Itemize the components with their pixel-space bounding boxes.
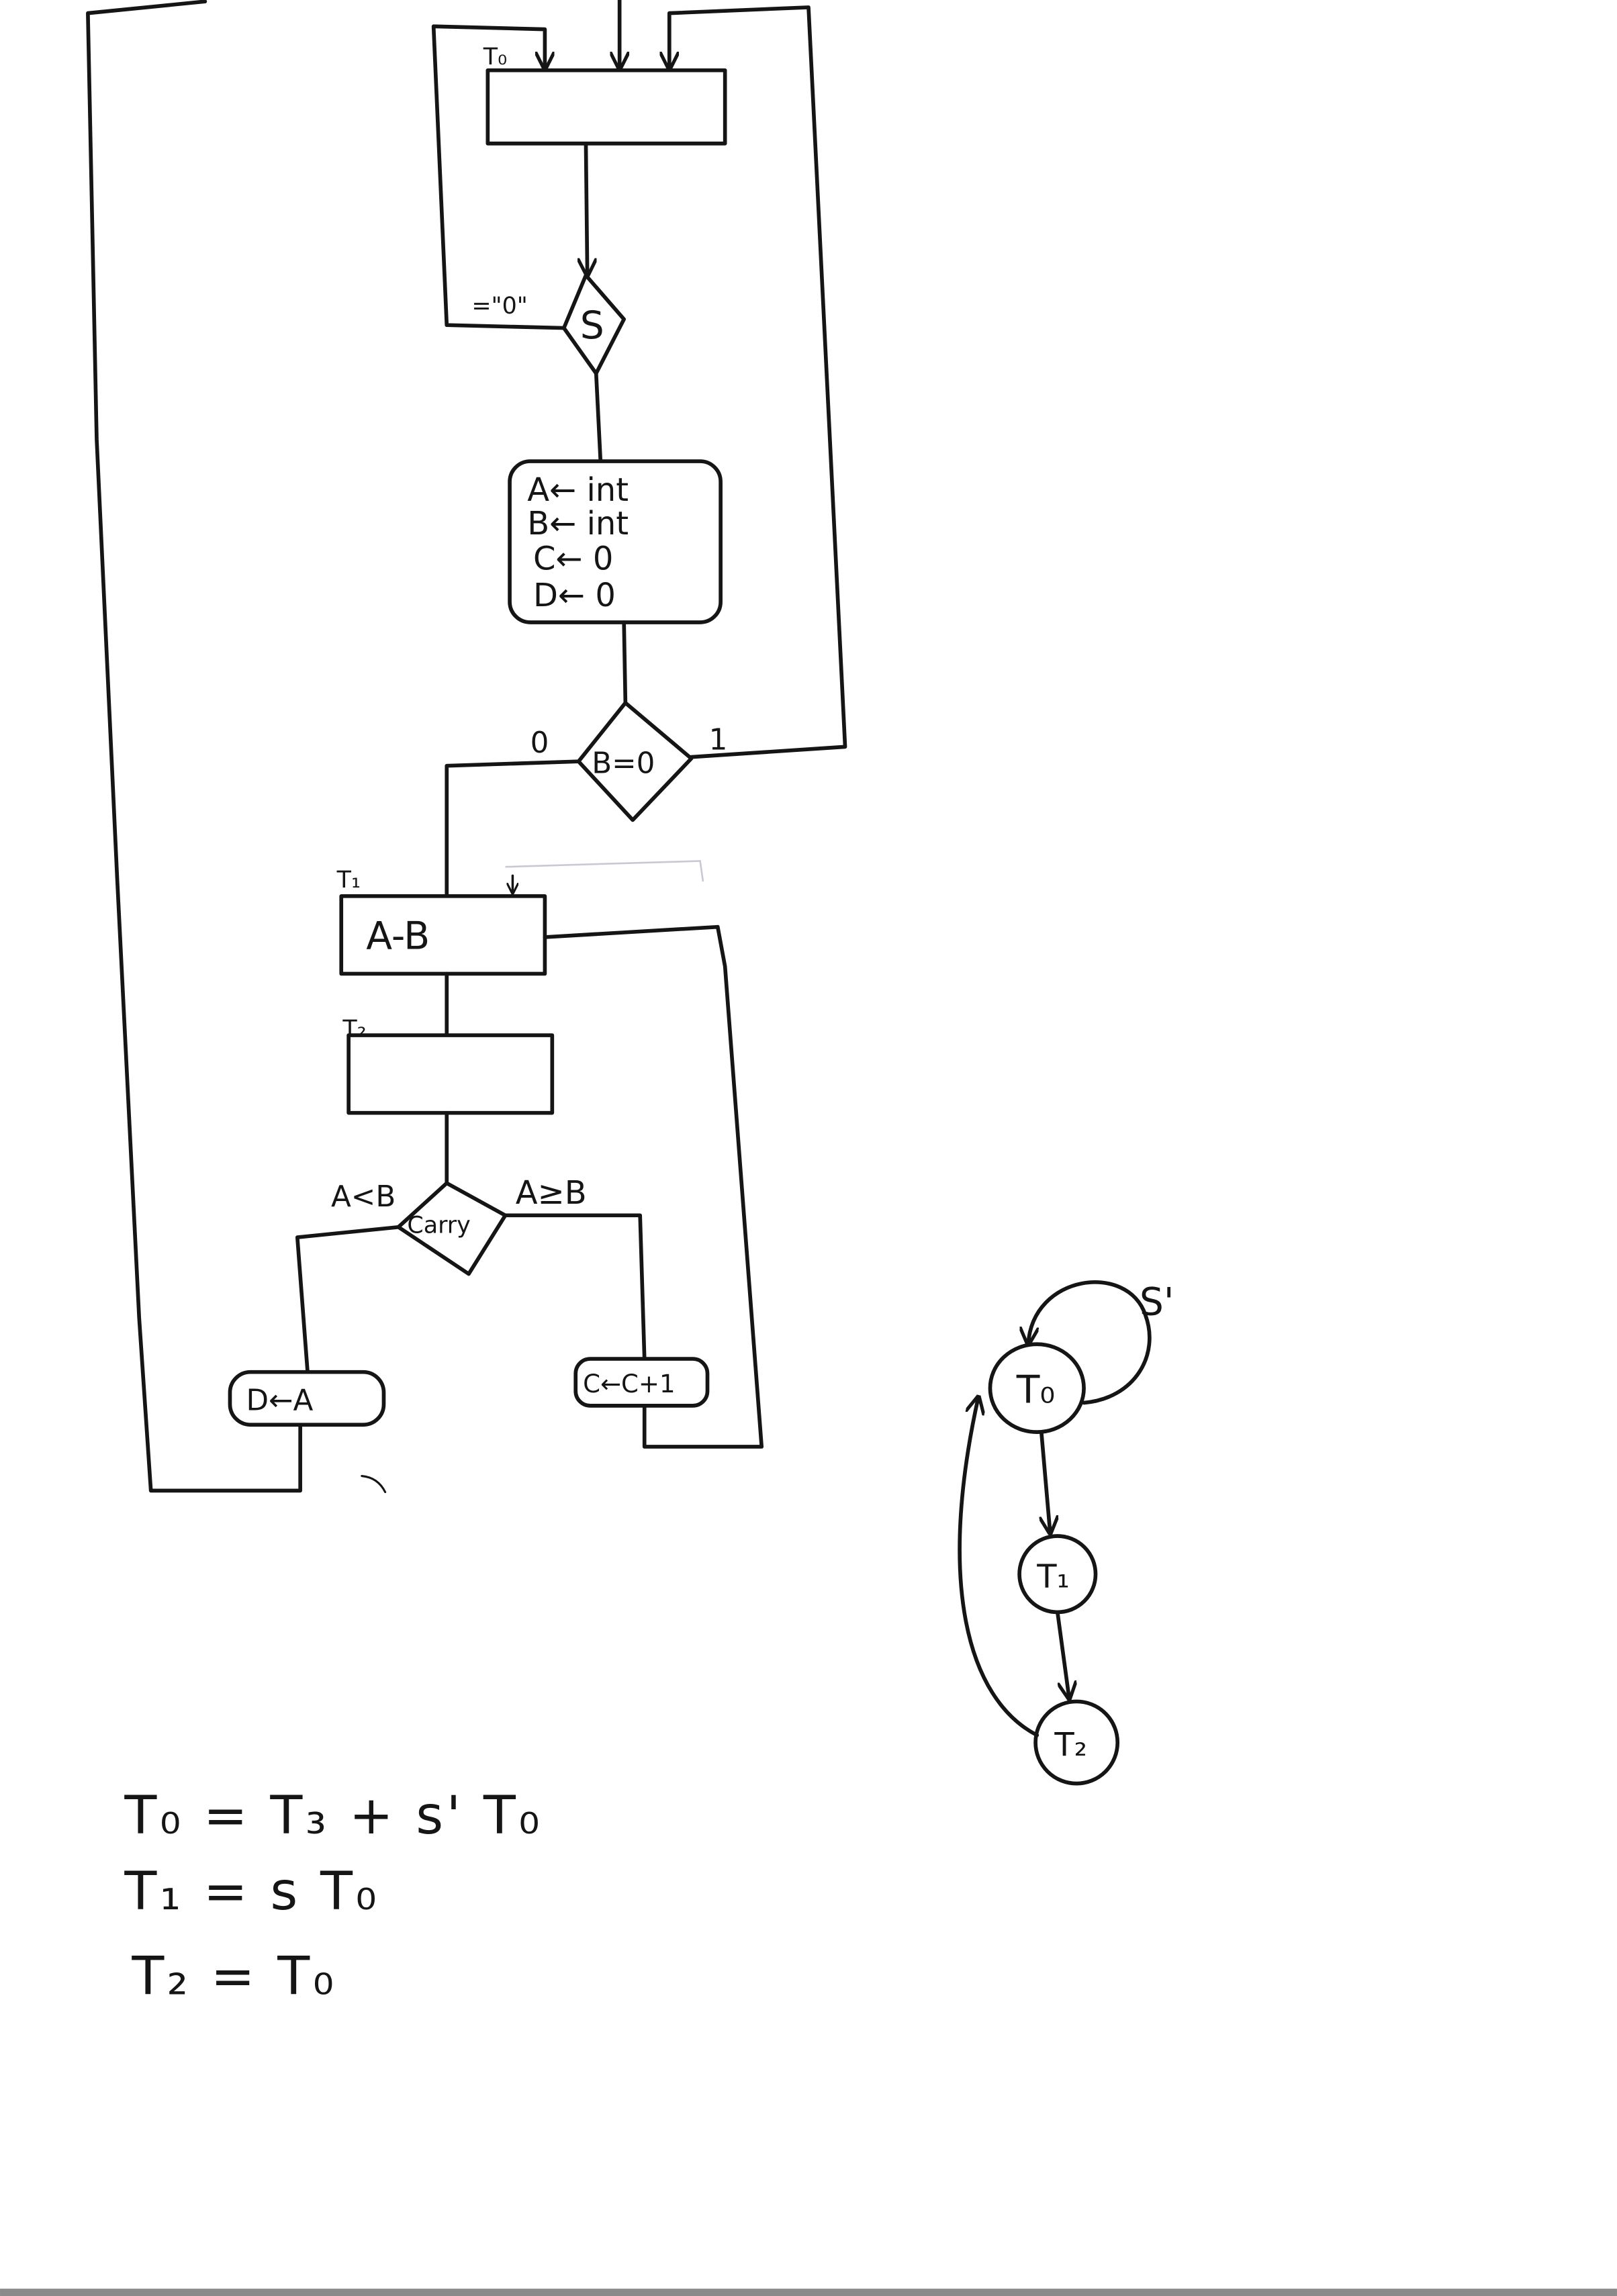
state-label-t1: T₁ [336, 867, 361, 894]
asm-chart: T₀ S ="0" A← int B← int C← 0 D← 0 B=0 0 … [86, 0, 847, 1494]
init-line-c: C← 0 [533, 540, 613, 577]
faint-pencil-guide [505, 860, 704, 882]
equation-t2: T₂ = T₀ [131, 1946, 336, 2007]
connector-s-to-init [594, 371, 603, 463]
state-t0-self-loop [1028, 1280, 1152, 1405]
decision-carry-lt-label: A<B [331, 1180, 396, 1214]
state-equations: T₀ = T₃ + s' T₀ T₁ = s T₀ T₂ = T₀ [124, 1784, 543, 2007]
connector-t0-to-s [586, 141, 587, 275]
scan-edge-line [0, 2289, 1617, 2296]
state-label-t0: T₀ [483, 44, 507, 70]
stray-pen-mark [361, 1475, 387, 1494]
state-box-t1 [339, 894, 547, 976]
state-box-t1-text: A-B [366, 914, 430, 958]
c-increment-text: C←C+1 [583, 1370, 675, 1398]
connector-carry-ge-to-c-block [503, 1213, 647, 1361]
equation-t0: T₀ = T₃ + s' T₀ [124, 1784, 543, 1846]
state-node-t1-label: T₁ [1036, 1558, 1070, 1595]
state-self-loop-label: S' [1140, 1280, 1174, 1325]
connector-d-block-return-loop [86, 0, 302, 1493]
decision-b-zero-label: B=0 [592, 747, 655, 781]
decision-carry-diamond [396, 1181, 508, 1276]
init-line-a: A← int [527, 471, 629, 509]
connector-s-false-loop [431, 24, 566, 330]
equation-t1: T₁ = s T₀ [124, 1860, 379, 1922]
state-diagram: T₀ S' T₁ T₂ [958, 1280, 1174, 1786]
state-box-t2 [346, 1033, 555, 1115]
decision-carry-ge-label: A≥B [516, 1174, 587, 1212]
connector-b-zero-true-loop [669, 5, 847, 759]
d-assign-block [228, 1370, 386, 1427]
state-node-t0-label: T₀ [1016, 1368, 1055, 1413]
init-line-b: B← int [527, 505, 629, 542]
decision-s-false-label: ="0" [471, 293, 528, 320]
decision-b-zero-diamond [576, 701, 694, 822]
connector-carry-lt-to-d-block [295, 1225, 401, 1374]
transition-t2-to-t0 [958, 1397, 1040, 1737]
decision-b-zero-false-label: 0 [530, 726, 549, 760]
decision-carry-label: Carry [407, 1212, 470, 1239]
decision-b-zero-true-label: 1 [709, 724, 728, 757]
state-box-t0 [486, 68, 727, 146]
init-output-block [508, 459, 723, 624]
transition-t1-to-t2 [1055, 1610, 1069, 1699]
state-node-t2-label: T₂ [1054, 1726, 1087, 1764]
d-assign-text: D←A [246, 1384, 313, 1417]
connector-init-to-b-zero [622, 620, 628, 705]
connector-c-block-return-loop [543, 924, 764, 1449]
init-line-d: D← 0 [533, 577, 616, 614]
connector-b-zero-false-to-t1 [445, 759, 581, 898]
transition-t0-to-t1 [1042, 1430, 1050, 1533]
c-increment-block [573, 1357, 710, 1408]
decision-s-label: S [580, 303, 604, 348]
